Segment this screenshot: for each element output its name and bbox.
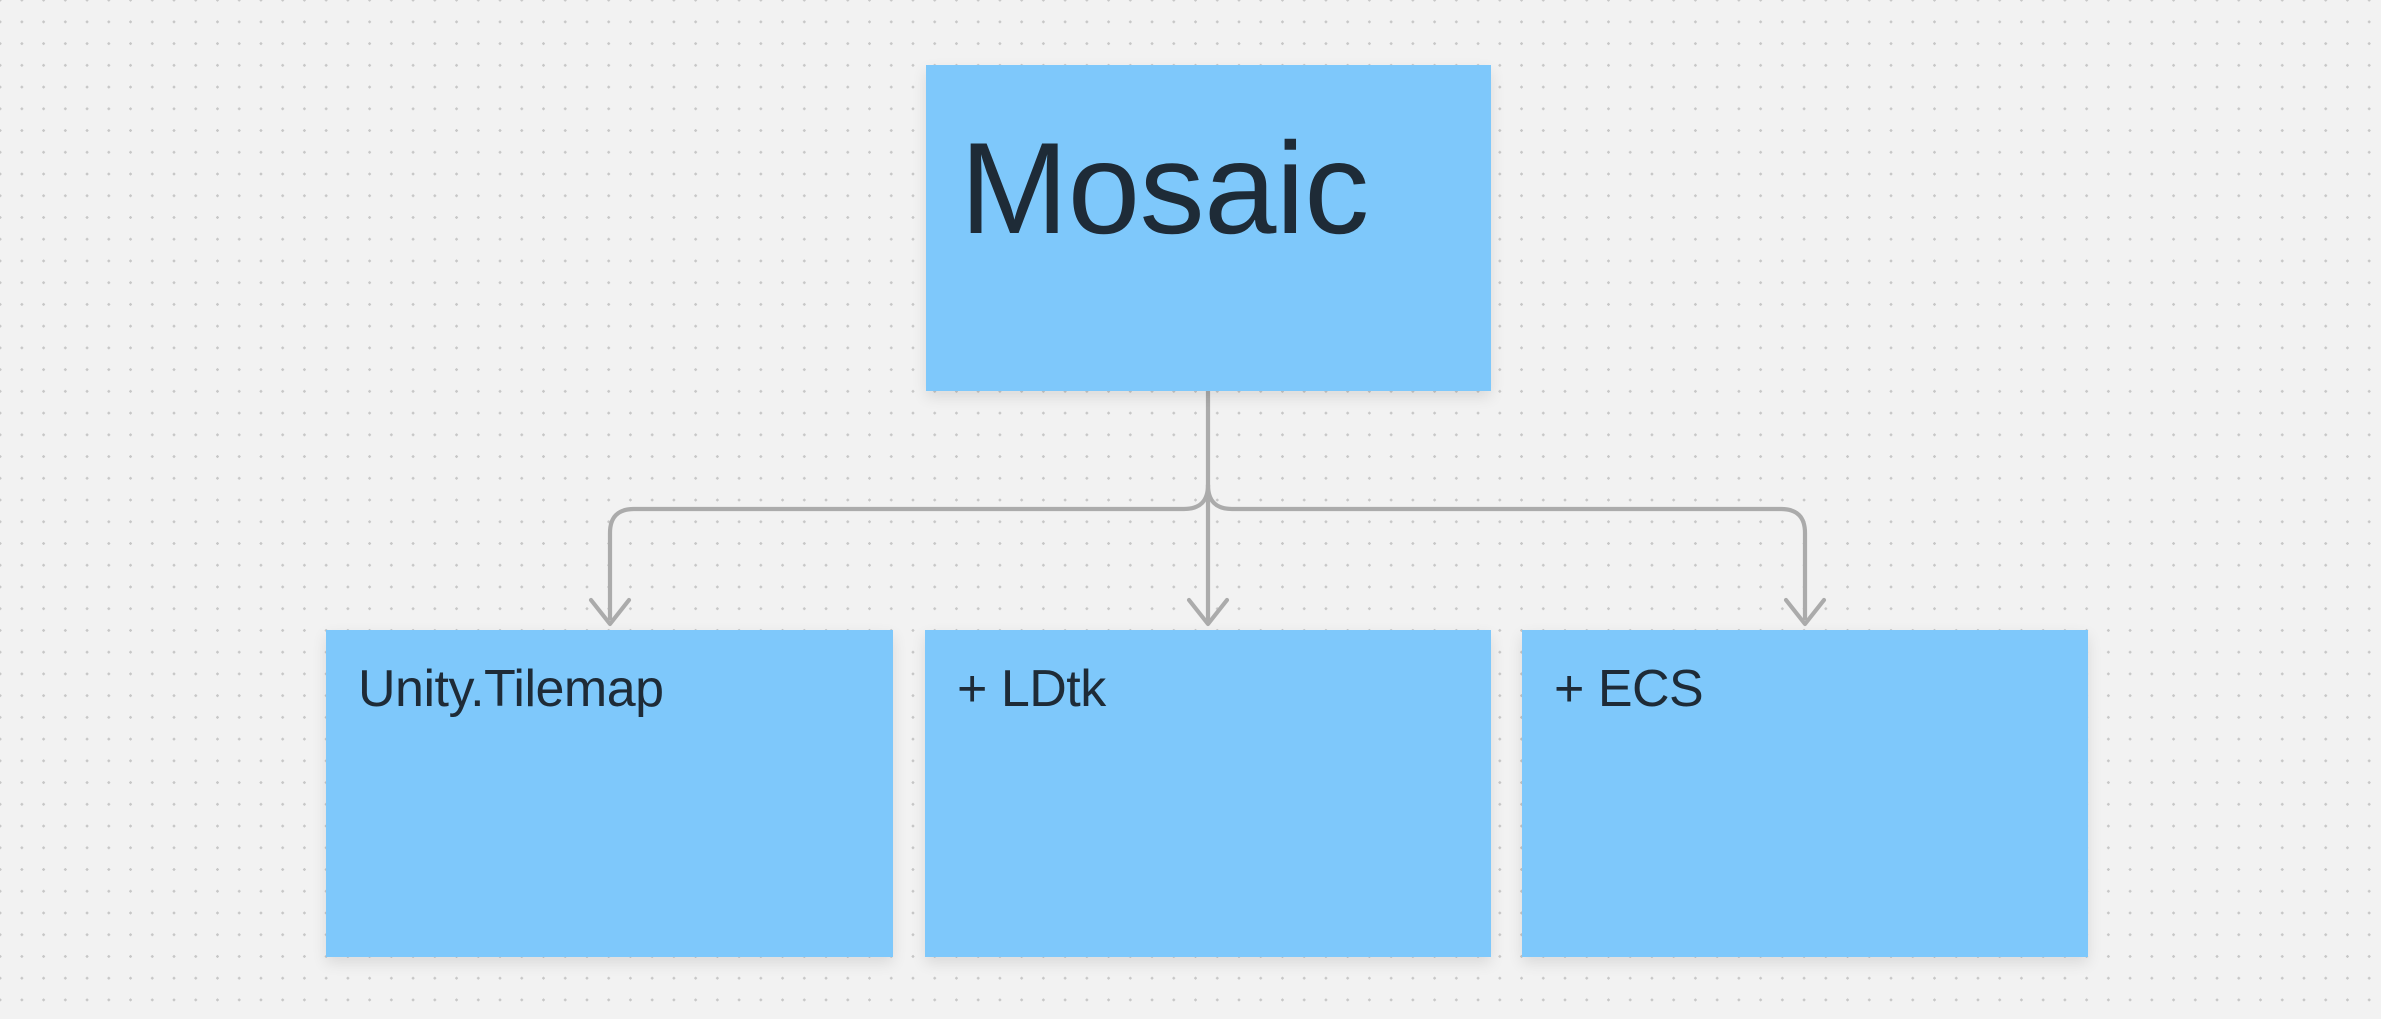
node-ecs-label: + ECS bbox=[1554, 660, 1704, 718]
arrowhead-right-icon bbox=[1783, 597, 1827, 627]
node-mosaic[interactable]: Mosaic bbox=[926, 65, 1491, 391]
connector-branch-right[interactable] bbox=[1205, 482, 1808, 621]
arrowhead-middle-icon bbox=[1186, 597, 1230, 627]
connector-branch-left[interactable] bbox=[607, 482, 1211, 621]
node-unity-tilemap-label: Unity.Tilemap bbox=[358, 660, 664, 718]
node-ldtk[interactable]: + LDtk bbox=[925, 630, 1491, 957]
node-mosaic-label: Mosaic bbox=[960, 115, 1369, 261]
arrowhead-left-icon bbox=[588, 597, 632, 627]
node-ldtk-label: + LDtk bbox=[957, 660, 1106, 718]
node-unity-tilemap[interactable]: Unity.Tilemap bbox=[326, 630, 893, 957]
node-ecs[interactable]: + ECS bbox=[1522, 630, 2088, 957]
